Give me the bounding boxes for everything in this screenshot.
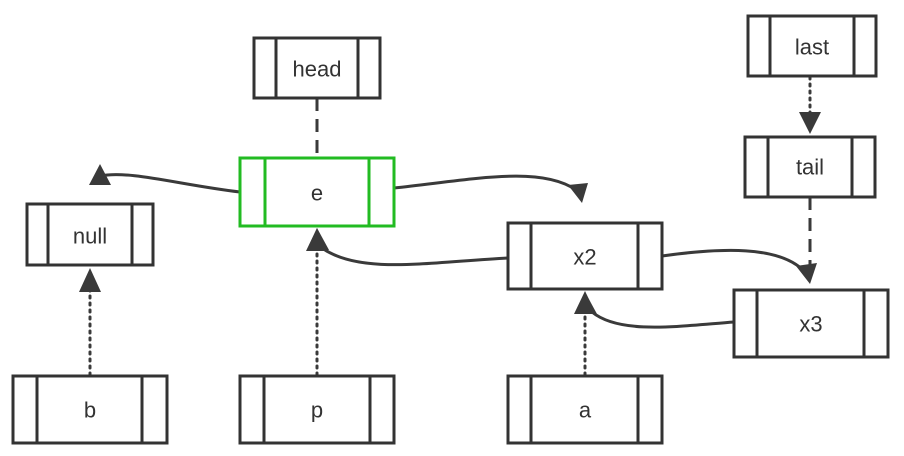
arrowhead-tail xyxy=(799,112,821,134)
node-x3-label: x3 xyxy=(799,312,822,337)
arrowhead-x2-from-e xyxy=(568,183,588,203)
node-head-label: head xyxy=(293,57,342,82)
node-last-label: last xyxy=(795,35,829,60)
arrowhead-null-from-b xyxy=(79,268,101,292)
node-tail[interactable]: tail xyxy=(743,135,877,199)
node-x2-label: x2 xyxy=(573,245,596,270)
node-a[interactable]: a xyxy=(506,374,664,445)
node-p-label: p xyxy=(311,398,323,423)
edge-x2-to-x3 xyxy=(661,248,807,274)
arrowhead-e-from-p xyxy=(306,228,328,251)
edge-e-to-x2 xyxy=(393,174,577,192)
node-e[interactable]: e xyxy=(238,156,396,228)
edge-e-to-null xyxy=(99,173,241,194)
node-a-label: a xyxy=(579,398,592,423)
arrowhead-null xyxy=(89,164,111,185)
node-tail-label: tail xyxy=(796,155,824,180)
edge-x3-to-x2 xyxy=(591,310,735,329)
node-head[interactable]: head xyxy=(252,36,382,100)
node-last[interactable]: last xyxy=(746,14,878,78)
node-e-label: e xyxy=(311,181,323,206)
node-x2[interactable]: x2 xyxy=(506,221,664,291)
node-p[interactable]: p xyxy=(238,374,396,445)
node-b-label: b xyxy=(84,398,96,423)
node-null-label: null xyxy=(73,224,107,249)
arrowhead-x3-from-x2 xyxy=(796,263,817,284)
arrowhead-x2-from-a xyxy=(574,291,596,314)
node-null[interactable]: null xyxy=(25,202,155,267)
node-x3[interactable]: x3 xyxy=(732,288,890,359)
node-b[interactable]: b xyxy=(11,374,169,445)
edge-x2-to-e xyxy=(321,246,509,267)
